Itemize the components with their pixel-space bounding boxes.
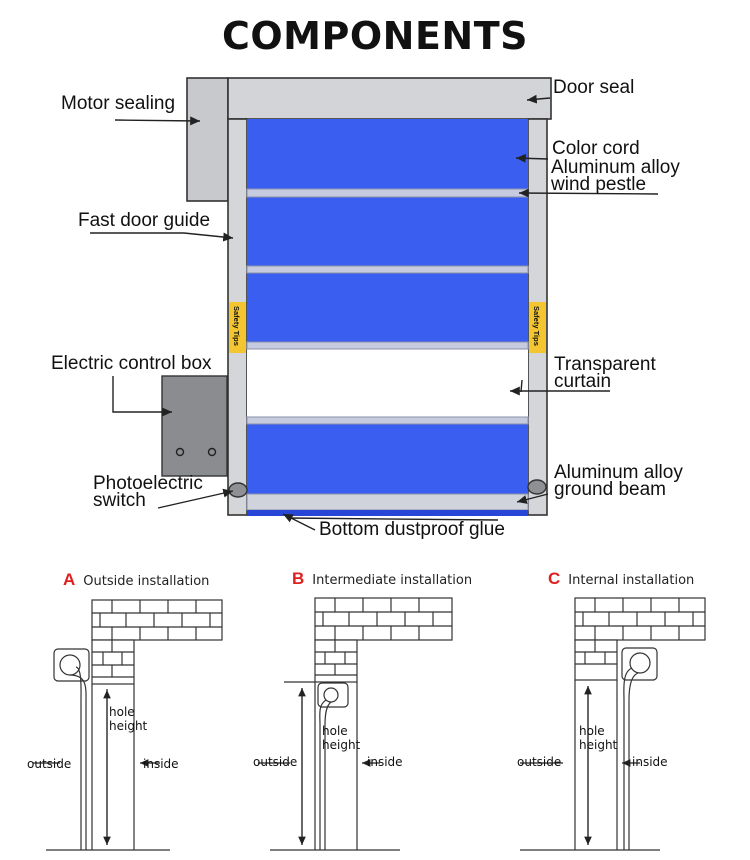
photoelectric-sensor-right (527, 479, 547, 495)
label-electric-control-box: Electric control box (51, 353, 212, 374)
ground-beam (246, 493, 529, 511)
installation-c-outside: outside (517, 755, 562, 769)
installation-c-title: Internal installation (568, 573, 695, 588)
hole-label: hole (322, 724, 348, 738)
label-curtain-line2: curtain (554, 371, 612, 392)
height-label: height (322, 738, 361, 752)
installation-a-outside: outside (27, 757, 72, 771)
bottom-dustproof-glue (247, 510, 528, 516)
label-photoelectric-line1: Photoelectric (93, 473, 203, 494)
installation-a-drawing (46, 599, 223, 851)
label-wind-pestle-line2: wind pestle (551, 174, 647, 195)
installation-b-inside: inside (367, 755, 403, 769)
installation-b-letter: B (292, 569, 305, 588)
installation-b-outside: outside (253, 755, 298, 769)
safety-tips-sticker-right (529, 302, 546, 353)
control-box-knob (175, 447, 185, 457)
curtain-panel (247, 273, 528, 342)
label-door-seal: Door seal (553, 77, 635, 98)
electric-control-box (161, 375, 228, 477)
photoelectric-sensor-left (228, 482, 248, 498)
curtain-panel (247, 424, 528, 494)
page-title: COMPONENTS (221, 14, 528, 58)
label-fast-door-guide: Fast door guide (78, 210, 211, 231)
safety-tips-left-text: Safety Tips (232, 306, 241, 346)
label-ground-beam-line2: ground beam (554, 479, 666, 500)
installation-b-title: Intermediate installation (312, 573, 473, 588)
installation-c-letter: C (548, 569, 561, 588)
label-motor-sealing: Motor sealing (61, 93, 176, 114)
label-bottom-dustproof-glue: Bottom dustproof glue (319, 519, 505, 540)
hole-label: hole (579, 724, 605, 738)
wind-pestle-bar (246, 341, 529, 350)
installation-c-inside: inside (632, 755, 668, 769)
control-box-knob (207, 447, 217, 457)
label-transparent-line1: Transparent (554, 354, 656, 375)
installation-a-inside: inside (143, 757, 179, 771)
safety-tips-right-text: Safety Tips (532, 306, 541, 346)
motor-sealing-box (186, 77, 229, 202)
installation-b-hole-height: hole height (322, 724, 360, 752)
wind-pestle-bar (246, 265, 529, 274)
installation-a-hole-height: hole height (109, 705, 147, 733)
label-transparent-curtain: Transparent curtain (554, 354, 656, 392)
wind-pestle-bar (246, 416, 529, 425)
installation-c-header: C Internal installation (548, 569, 694, 589)
label-aluminum-alloy-line1: Aluminum alloy (554, 462, 683, 483)
installation-a-title: Outside installation (83, 574, 210, 589)
installation-b-header: B Intermediate installation (292, 569, 472, 589)
door-seal-header (227, 77, 552, 120)
height-label: height (579, 738, 618, 752)
transparent-curtain-panel (247, 349, 528, 417)
safety-tips-sticker-left (229, 302, 246, 353)
installation-c-drawing (520, 597, 706, 851)
label-aluminum-alloy-wind-pestle: Aluminum alloy wind pestle (551, 157, 680, 195)
label-aluminum-alloy-line1: Aluminum alloy (551, 157, 680, 178)
curtain-panel (247, 119, 528, 189)
height-label: height (109, 719, 148, 733)
hole-label: hole (109, 705, 135, 719)
installation-a-header: A Outside installation (63, 570, 209, 590)
wind-pestle-bar (246, 188, 529, 198)
curtain-panel (247, 197, 528, 266)
label-photoelectric-switch: Photoelectric switch (93, 473, 203, 511)
installation-b-drawing (270, 597, 453, 851)
installation-a-letter: A (63, 570, 76, 589)
label-aluminum-alloy-ground-beam: Aluminum alloy ground beam (554, 462, 683, 500)
installation-c-hole-height: hole height (579, 724, 617, 752)
label-color-cord: Color cord (552, 138, 640, 159)
label-switch-line2: switch (93, 490, 146, 511)
